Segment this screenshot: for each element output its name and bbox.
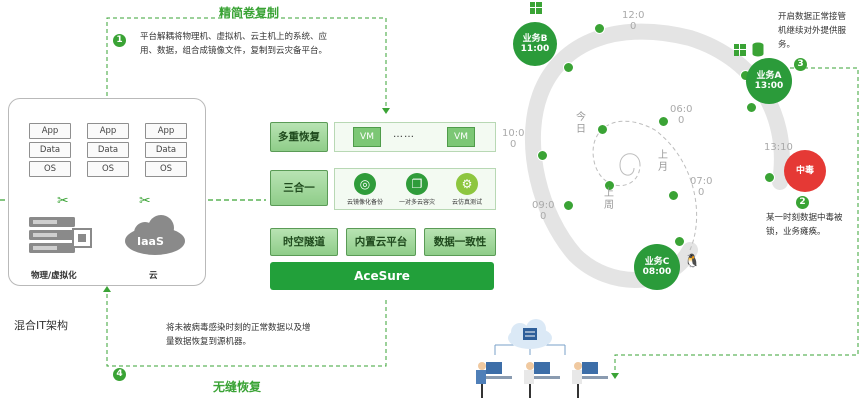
app-layer: App — [145, 123, 187, 139]
business-b-bubble: 业务B 11:00 — [513, 22, 557, 66]
os-layer: OS — [145, 161, 187, 177]
feature-label: 一对多云容灾 — [398, 199, 435, 206]
cloud-icon — [125, 215, 185, 255]
feature-label: 云镜像化备份 — [346, 199, 383, 206]
three-in-one-box: 三合一 — [270, 170, 328, 206]
vm-badge: VM — [447, 127, 475, 147]
space-time-tunnel-box: 时空隧道 — [270, 228, 338, 256]
timeline-dot — [746, 102, 757, 113]
data-layer: Data — [87, 142, 129, 158]
app-stack-1: App Data OS — [29, 123, 71, 180]
iaas-badge: IaaS — [137, 235, 164, 248]
step4-desc-line2: 量数据恢复到源机器。 — [166, 337, 252, 347]
timeline-dot — [668, 190, 679, 201]
vm-ellipsis: …… — [393, 129, 415, 140]
medal-icon: ◎ — [354, 173, 376, 195]
feature-label: 云仿真测试 — [451, 199, 482, 206]
data-layer: Data — [29, 142, 71, 158]
business-a-name: 业务A — [756, 71, 782, 81]
step1-title: 精简卷复制 — [219, 6, 280, 20]
physical-label: 物理/虚拟化 — [31, 271, 77, 281]
feature-row: ◎ 云镜像化备份 ❐ 一对多云容灾 ⚙ 云仿真测试 — [334, 168, 496, 210]
step1-desc-line2: 用、数据，组合成镜像文件，复制到云灾备平台。 — [140, 46, 328, 56]
step4-number: 4 — [113, 368, 126, 381]
scissors-icon: ✂ — [57, 193, 69, 209]
timeline-dot — [563, 62, 574, 73]
acesure-platform: 多重恢复 VM …… VM 三合一 ◎ 云镜像化备份 ❐ 一对多云容灾 ⚙ 云仿… — [266, 120, 502, 292]
timeline-dot — [674, 236, 685, 247]
timeline-dot — [594, 23, 605, 34]
scissors-icon: ✂ — [139, 193, 151, 209]
step4-desc-line1: 将未被病毒感染时刻的正常数据以及增 — [166, 323, 311, 333]
database-icon — [752, 42, 764, 57]
windows-icon — [734, 44, 746, 56]
copy-icon: ❐ — [406, 173, 428, 195]
data-consistency-box: 数据一致性 — [424, 228, 496, 256]
business-a-time: 13:00 — [754, 81, 784, 91]
server-rack-icon — [29, 217, 92, 253]
os-layer: OS — [29, 161, 71, 177]
gear-icon: ⚙ — [456, 173, 478, 195]
business-c-name: 业务C — [644, 257, 670, 267]
timeline-dot — [658, 116, 669, 127]
time-label-1000: 10:0 0 — [502, 128, 525, 150]
step2-description: 某一时刻数据中毒被 锁，业务瘫痪。 — [766, 213, 843, 237]
app-stack-3: App Data OS — [145, 123, 187, 180]
os-layer: OS — [87, 161, 129, 177]
feature-one-to-many-dr: ❐ 一对多云容灾 — [387, 173, 447, 206]
multi-restore-box: 多重恢复 — [270, 122, 328, 152]
business-a-bubble: 业务A 13:00 — [746, 58, 792, 104]
timeline-dot — [537, 150, 548, 161]
time-label-1200: 12:0 0 — [622, 10, 645, 32]
timeline-dot — [764, 172, 775, 183]
step3-description: 开启数据正常接管 机继续对外提供服 务。 — [778, 12, 847, 50]
hybrid-it-label: 混合IT架构 — [14, 319, 68, 332]
time-label-0900: 09:0 0 — [532, 200, 555, 222]
app-stack-2: App Data OS — [87, 123, 129, 180]
business-b-name: 业务B — [522, 34, 548, 44]
windows-icon — [530, 2, 542, 14]
feature-cloud-sim-test: ⚙ 云仿真测试 — [437, 173, 497, 206]
time-label-0600: 06:0 0 — [670, 104, 693, 126]
hybrid-it-panel: App Data OS App Data OS App Data OS ✂ ✂ … — [8, 98, 206, 286]
time-label-0700: 07:0 0 — [690, 176, 713, 198]
vm-row: VM …… VM — [334, 122, 496, 152]
timeline-dot — [597, 124, 608, 135]
timeline-dot — [604, 180, 615, 191]
poisoned-bubble: 中毒 — [784, 150, 826, 192]
users-network-illustration — [476, 319, 608, 398]
feature-cloud-image-backup: ◎ 云镜像化备份 — [335, 173, 395, 206]
cloud-label: 云 — [149, 271, 158, 281]
step2-number: 2 — [796, 196, 809, 209]
builtin-cloud-box: 内置云平台 — [346, 228, 416, 256]
time-label-1310: 13:10 — [764, 142, 793, 153]
business-c-time: 08:00 — [642, 267, 672, 277]
business-b-time: 11:00 — [520, 44, 550, 54]
step1-description: 平台解耦将物理机、虚拟机、云主机上的系统、应 用、数据，组合成镜像文件，复制到云… — [140, 30, 380, 58]
app-layer: App — [29, 123, 71, 139]
business-c-bubble: 业务C 08:00 — [634, 244, 680, 290]
step4-title: 无缝恢复 — [213, 380, 262, 394]
acesure-bar: AceSure — [270, 262, 494, 290]
data-layer: Data — [145, 142, 187, 158]
last-week-label: 上 周 — [604, 188, 614, 211]
timeline-dot — [563, 200, 574, 211]
step1-desc-line1: 平台解耦将物理机、虚拟机、云主机上的系统、应 — [140, 32, 328, 42]
step3-number: 3 — [794, 58, 807, 71]
last-month-label: 上 月 — [658, 150, 668, 173]
step4-description: 将未被病毒感染时刻的正常数据以及增 量数据恢复到源机器。 — [166, 321, 386, 349]
today-label: 今 日 — [576, 112, 586, 135]
step1-number: 1 — [113, 34, 126, 47]
vm-badge: VM — [353, 127, 381, 147]
app-layer: App — [87, 123, 129, 139]
linux-penguin-icon: 🐧 — [684, 254, 701, 269]
